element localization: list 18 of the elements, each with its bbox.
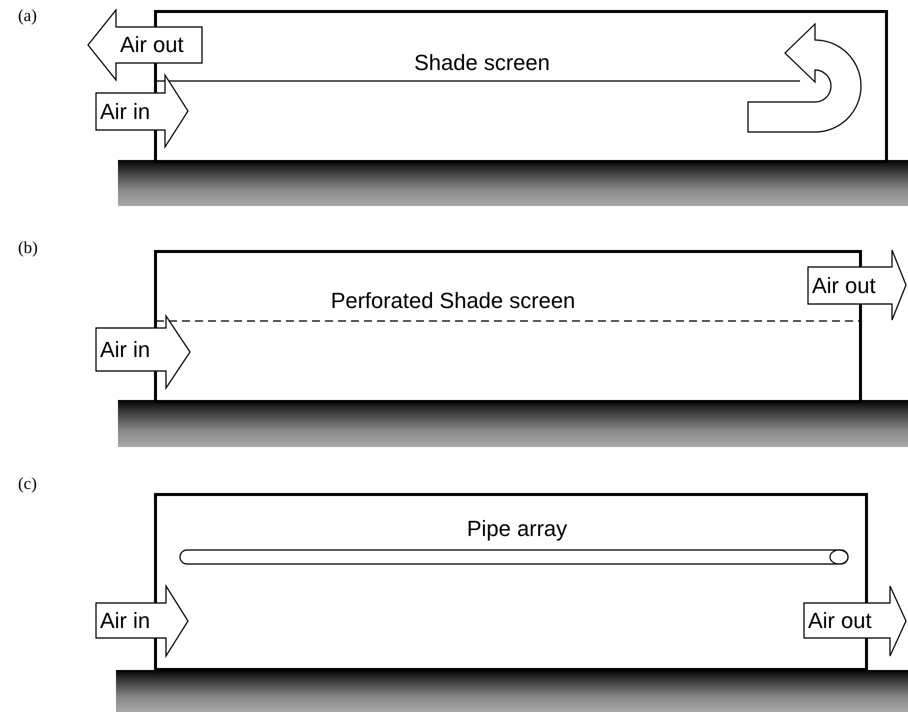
block-arrow xyxy=(804,586,906,656)
panel-label: (b) xyxy=(18,238,38,258)
arrow-label: Air in xyxy=(100,100,152,122)
panel-label: (c) xyxy=(18,474,37,494)
perforated-screen-label: Perforated Shade screen xyxy=(330,288,576,314)
shade-screen-label: Shade screen xyxy=(414,50,550,76)
arrow-label: Air in xyxy=(100,338,152,360)
arrow-label: Air out xyxy=(812,274,877,296)
arrow-label: Air in xyxy=(100,610,152,632)
block-arrow xyxy=(96,586,188,656)
block-arrow xyxy=(96,316,190,388)
arrow-label: Air out xyxy=(120,34,185,56)
pipe-array-label: Pipe array xyxy=(466,516,568,542)
arrow-label: Air out xyxy=(808,610,873,632)
block-arrow xyxy=(88,10,202,80)
panel-label: (a) xyxy=(18,6,37,26)
block-arrow xyxy=(96,75,188,147)
block-arrow xyxy=(808,250,906,320)
